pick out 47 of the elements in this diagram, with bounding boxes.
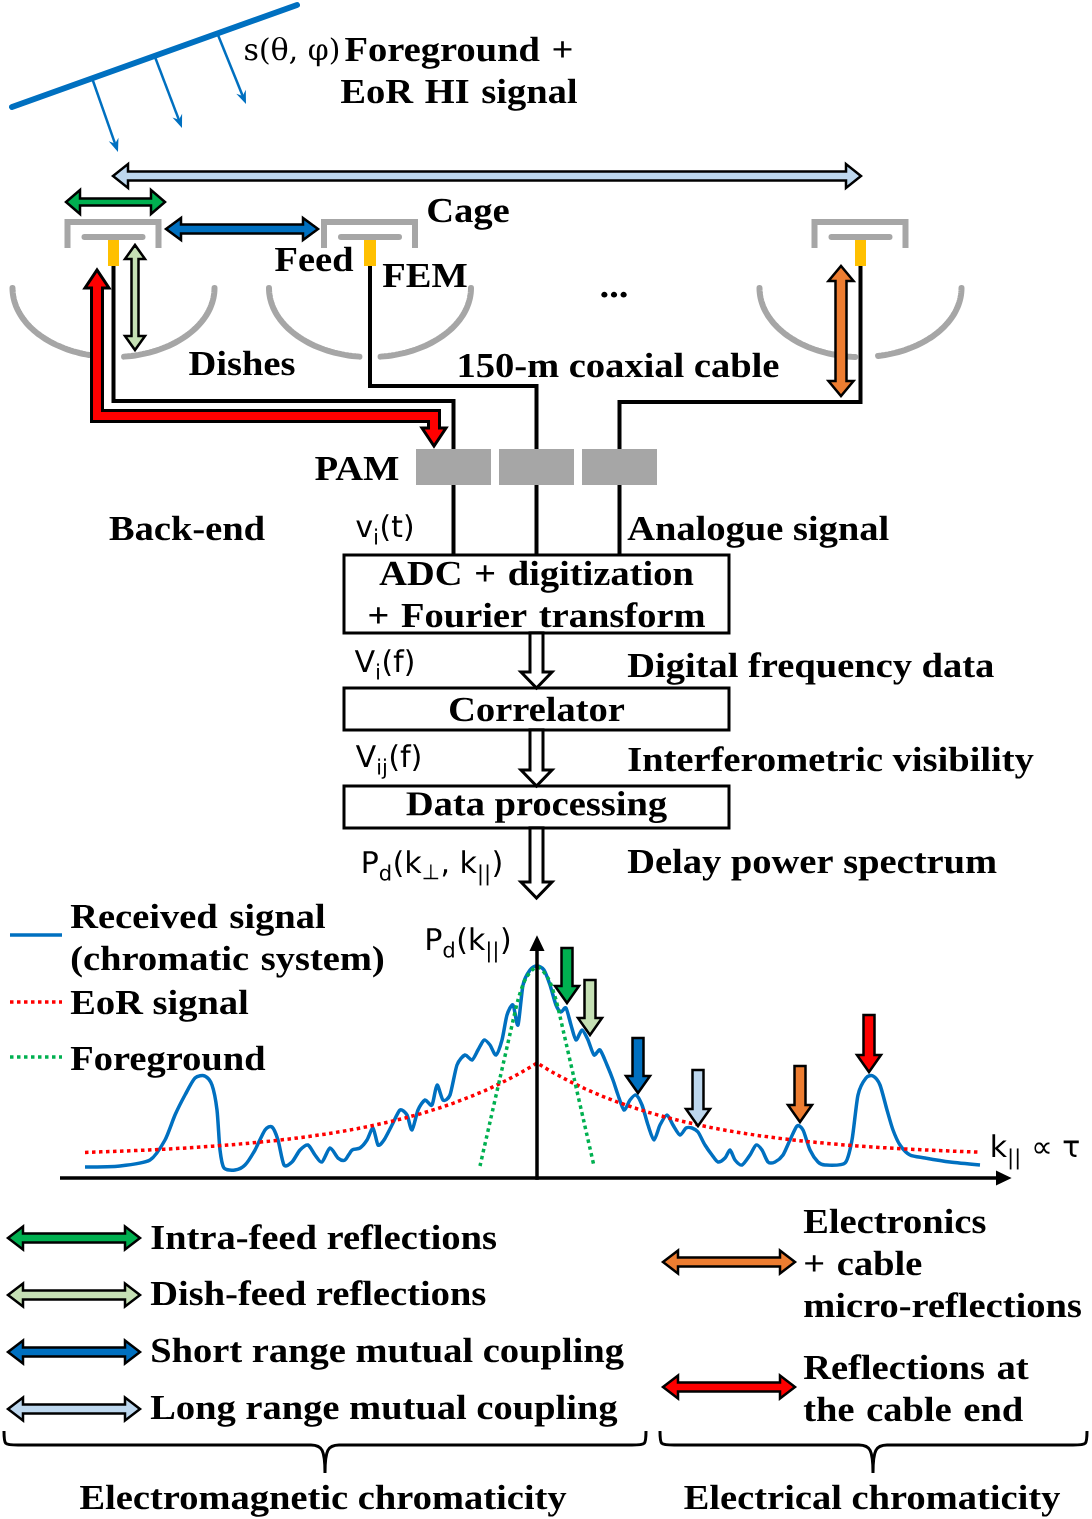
axis-label: P$_{d}$(k$_{||}$) [427,927,510,963]
process-box: ADC + digitization + Fourier transform [342,553,731,635]
cable-line [617,266,863,449]
axis-label: k$_{||}$ ∝ τ [992,1134,1079,1170]
legend-text: Electronics + cable micro-reflections [803,1208,1081,1318]
fem-box [364,240,376,266]
legend-text: Reflections at the cable end [803,1354,1029,1422]
legend-text: Dish-feed reflections [150,1280,486,1306]
fem-box [108,240,119,266]
fem-box [855,240,866,266]
section-label: Back-end [109,515,265,541]
process-box: Data processing [342,784,731,830]
pam-box [416,449,491,485]
signal-line [451,485,456,555]
group-label: Electrical chromaticity [684,1484,1061,1517]
part-label: Feed [275,246,354,272]
legend-text: Received signal (chromatic system) [70,903,384,978]
legend-text: EoR signal [70,989,249,1022]
ellipsis-text: ... [601,291,627,298]
part-label: Cage [428,198,509,230]
signal-label: Digital frequency data [627,652,994,685]
math-label: v$_{i}$(t) [356,514,413,545]
hollow-arrow [517,631,556,691]
group-label: Electromagnetic chromaticity [80,1484,567,1517]
cable-line [368,266,539,449]
node-label: FEM [382,264,467,287]
hollow-arrow [517,826,556,901]
legend-text: Short range mutual coupling [152,1337,624,1370]
pam-box [499,449,574,485]
pam-box [582,449,657,485]
math-label: s(θ, φ) [245,36,339,67]
hollow-arrow [517,728,556,789]
signal-label: Foreground + EoR HI signal [341,36,577,111]
part-label: Dishes [189,350,295,376]
signal-label: Analogue signal [627,515,889,548]
signal-label: Interferometric visibility [628,746,1034,779]
signal-label: Delay power spectrum [627,848,997,881]
math-label: V$_{ij}$(f) [355,744,420,779]
node-label: PAM [315,456,399,480]
math-label: V$_{i}$(f) [354,649,413,680]
signal-line [534,485,539,555]
legend-text: Foreground [70,1045,266,1078]
signal-line [617,485,622,555]
part-label: 150-m coaxial cable [459,352,779,378]
process-box: Correlator [342,686,731,732]
legend-text: Long range mutual coupling [150,1394,618,1427]
legend-text: Intra-feed reflections [151,1224,497,1250]
